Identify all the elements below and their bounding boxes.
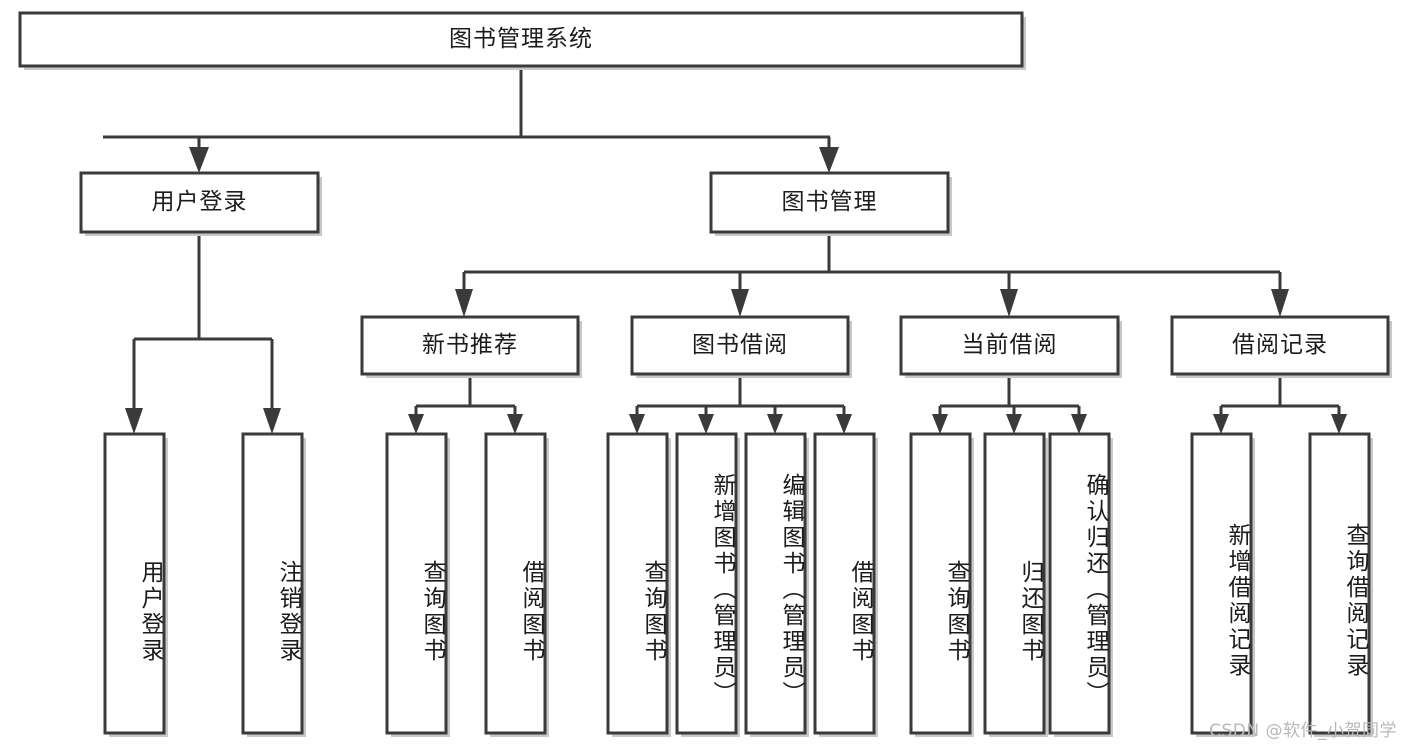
node-box-leaf-borrow-book-2[interactable] [813, 432, 876, 735]
node-box-user-login[interactable] [79, 171, 320, 234]
arrow-icon-borrow-record [1271, 289, 1289, 317]
node-box-leaf-logout[interactable] [241, 432, 304, 735]
node-box-borrow-record[interactable] [1170, 315, 1390, 376]
arrow-icon-leaf-user-login [125, 408, 143, 434]
node-box-leaf-return-book[interactable] [983, 432, 1046, 735]
node-box-leaf-query-book-3[interactable] [909, 432, 972, 735]
node-box-book-manage[interactable] [709, 171, 950, 234]
arrow-icon-leaf-query-book-1 [408, 414, 424, 434]
node-box-leaf-add-book[interactable] [675, 432, 738, 735]
node-box-leaf-add-record[interactable] [1190, 432, 1253, 735]
arrow-icon-leaf-borrow-book-1 [507, 414, 523, 434]
arrow-icon-leaf-logout [263, 408, 281, 434]
arrow-icon-current-borrow [1000, 289, 1018, 317]
node-box-leaf-edit-book[interactable] [744, 432, 807, 735]
node-box-root[interactable] [18, 11, 1024, 68]
node-box-leaf-borrow-book-1[interactable] [484, 432, 547, 735]
arrow-icon-user-login [189, 147, 209, 173]
node-box-leaf-query-book-1[interactable] [385, 432, 448, 735]
node-box-leaf-user-login[interactable] [103, 432, 166, 735]
node-box-book-borrow[interactable] [630, 315, 850, 376]
arrow-icon-leaf-add-book [698, 414, 714, 434]
arrow-icon-new-book-rec [455, 289, 473, 317]
arrow-icon-book-borrow [731, 289, 749, 317]
arrow-icon-book-manage [819, 147, 839, 173]
arrow-icon-leaf-query-book-3 [932, 414, 948, 434]
arrow-icon-leaf-add-record [1213, 414, 1229, 434]
node-box-leaf-query-record[interactable] [1308, 432, 1371, 735]
node-box-new-book-rec[interactable] [360, 315, 580, 376]
node-box-leaf-confirm-return[interactable] [1048, 432, 1111, 735]
node-box-current-borrow[interactable] [899, 315, 1120, 376]
csdn-watermark: CSDN @软件_小贺同学 [1209, 721, 1397, 741]
arrow-icon-leaf-query-book-2 [629, 414, 645, 434]
node-boxes [18, 11, 1392, 737]
arrow-icon-leaf-confirm-return [1071, 414, 1087, 434]
arrow-icon-leaf-return-book [1006, 414, 1022, 434]
node-box-leaf-query-book-2[interactable] [606, 432, 669, 735]
arrow-icon-leaf-edit-book [767, 414, 783, 434]
arrow-heads [125, 147, 1347, 434]
arrow-icon-leaf-borrow-book-2 [836, 414, 852, 434]
arrow-icon-leaf-query-record [1331, 414, 1347, 434]
